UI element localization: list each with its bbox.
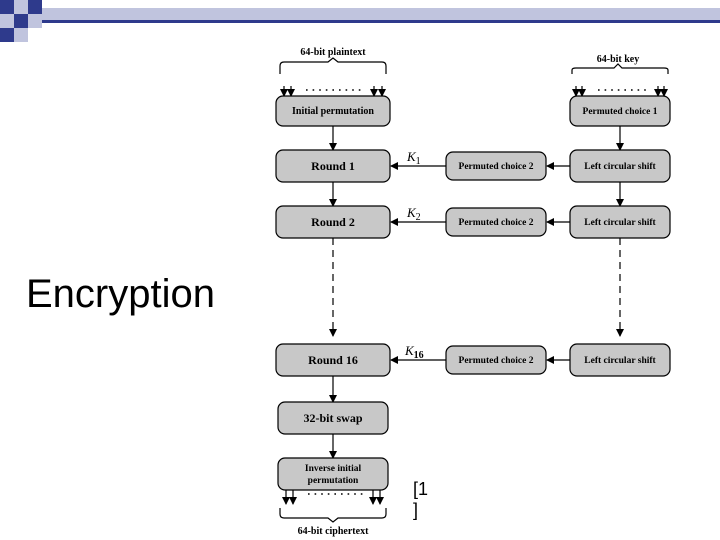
subkey-k1-label: K1 — [406, 149, 421, 167]
left-circular-shift-label: Left circular shift — [584, 162, 656, 172]
subkey-k16-label: K16 — [404, 343, 424, 361]
permuted-choice-2-label: Permuted choice 2 — [459, 162, 534, 172]
corner-square — [0, 0, 14, 14]
key-bracket — [571, 63, 669, 74]
ciphertext-bracket — [279, 508, 387, 523]
corner-square — [0, 14, 14, 28]
round-2-label: Round 2 — [311, 215, 355, 229]
inverse-permutation-box — [277, 457, 389, 491]
corner-square — [14, 28, 28, 42]
plaintext-label: 64-bit plaintext — [300, 47, 366, 58]
round-16-label: Round 16 — [308, 353, 358, 367]
permuted-choice-2-label: Permuted choice 2 — [459, 356, 534, 366]
corner-square — [28, 14, 42, 28]
corner-square — [0, 28, 14, 42]
key-label: 64-bit key — [597, 54, 640, 65]
corner-square — [14, 0, 28, 14]
corner-square — [28, 0, 42, 14]
inverse-permutation-label: permutation — [308, 476, 359, 486]
permuted-choice-2-label: Permuted choice 2 — [459, 218, 534, 228]
corner-square — [14, 14, 28, 28]
citation-marker: [1 ] — [413, 479, 429, 520]
left-circular-shift-label: Left circular shift — [584, 218, 656, 228]
round-1-label: Round 1 — [311, 159, 355, 173]
header-bar-dark — [42, 20, 720, 23]
plaintext-bracket — [279, 57, 387, 74]
permuted-choice-1-label: Permuted choice 1 — [583, 107, 658, 117]
slide-title: Encryption — [26, 272, 215, 316]
header-bar-light — [42, 8, 720, 20]
slide-corner-decoration — [0, 0, 720, 42]
left-circular-shift-label: Left circular shift — [584, 356, 656, 366]
ciphertext-label: 64-bit ciphertext — [298, 526, 369, 537]
initial-permutation-label: Initial permutation — [292, 106, 374, 117]
inverse-permutation-label: Inverse initial — [305, 464, 362, 474]
des-structure-diagram: 64-bit plaintext 64-bit key Initial perm… — [275, 47, 671, 537]
subkey-k2-label: K2 — [406, 205, 421, 223]
swap-label: 32-bit swap — [303, 411, 362, 425]
